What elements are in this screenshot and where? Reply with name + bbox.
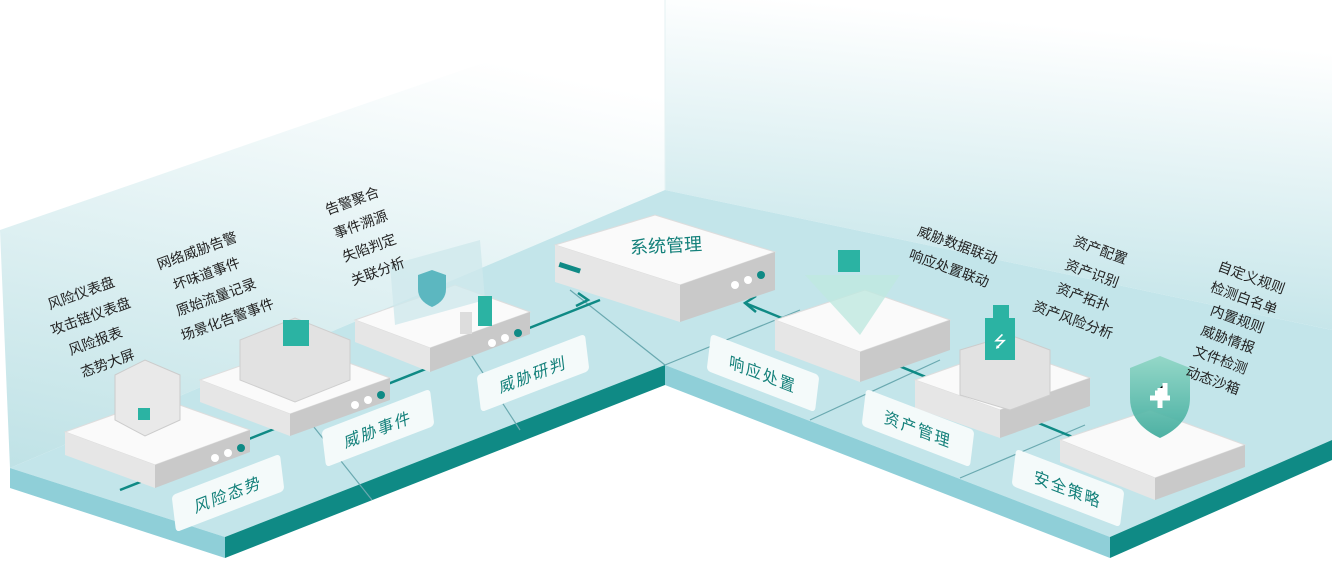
- floor-front-left: [225, 365, 665, 558]
- back-wall-right: [665, 0, 1332, 330]
- server-asset: ⭍: [913, 305, 1092, 438]
- back-wall-left: [0, 0, 665, 468]
- floor-front-right: [665, 365, 1110, 558]
- server-risk: [63, 359, 252, 488]
- server-policy: [1058, 356, 1247, 500]
- server-system-management: [553, 214, 777, 322]
- server-boxes: ⭍: [63, 214, 1247, 500]
- svg-text:⭍: ⭍: [993, 332, 1006, 351]
- server-response: [773, 250, 952, 382]
- server-threat-analysis: [353, 240, 532, 372]
- floor-side-left: [10, 468, 225, 558]
- floor-side-right: [1110, 440, 1332, 558]
- server-threat-event: [198, 317, 392, 436]
- system-management-title[interactable]: 系统管理: [629, 234, 703, 259]
